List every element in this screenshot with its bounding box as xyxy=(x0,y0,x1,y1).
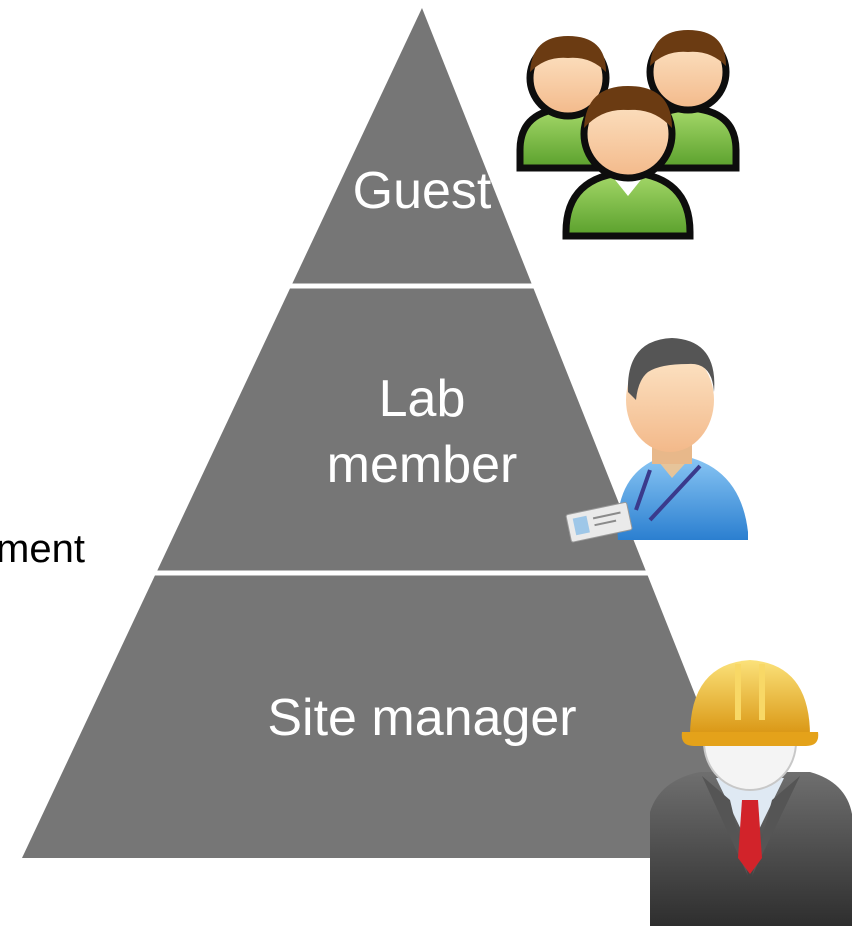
pyramid-body xyxy=(22,8,760,858)
pyramid xyxy=(22,8,760,858)
tier-guest-label: Guest xyxy=(353,162,492,220)
site-manager-icon xyxy=(650,660,852,926)
side-text: ment xyxy=(0,527,85,571)
tier-lab-member-label-line1: Lab xyxy=(379,370,466,428)
lab-member-icon xyxy=(565,338,748,543)
guest-group-icon xyxy=(516,30,740,240)
tier-lab-member: Lab member xyxy=(327,370,518,494)
tier-site-manager: Site manager xyxy=(267,689,576,747)
tier-lab-member-label-line2: member xyxy=(327,436,518,494)
tier-guest: Guest xyxy=(353,162,492,220)
tier-site-manager-label: Site manager xyxy=(267,689,576,747)
